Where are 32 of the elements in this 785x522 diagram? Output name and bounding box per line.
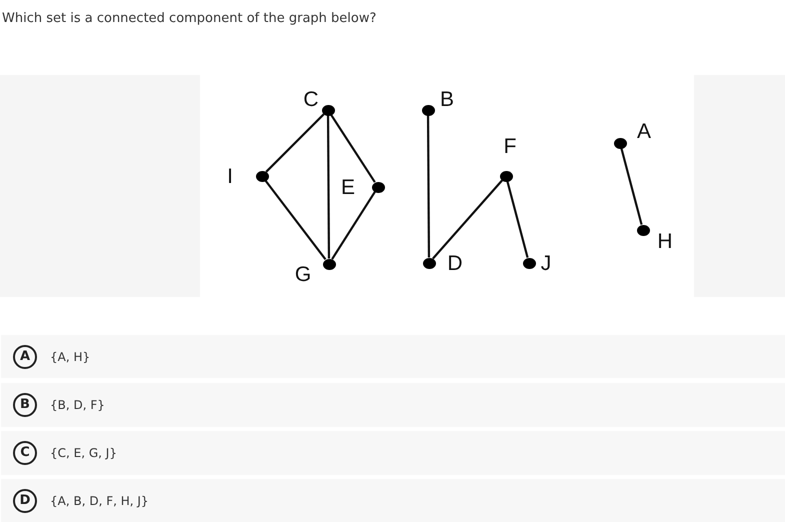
- vertex-label: H: [657, 231, 673, 253]
- graph-edge: [330, 114, 376, 183]
- option-letter-circle: C: [13, 441, 37, 465]
- vertex-label: F: [504, 136, 516, 158]
- graph-edge: [620, 148, 643, 225]
- option-letter-circle: B: [13, 393, 37, 417]
- graph-edge: [264, 180, 326, 260]
- graph-edge: [265, 113, 325, 173]
- graph-edge: [331, 191, 376, 260]
- option-text: {A, B, D, F, H, J}: [50, 492, 149, 508]
- graph-edge: [326, 116, 330, 258]
- question-text: Which set is a connected component of the graph below?: [2, 10, 376, 28]
- vertex-label: J: [540, 253, 552, 275]
- option-text: {C, E, G, J}: [50, 445, 117, 461]
- option-row: [1, 383, 785, 427]
- vertex-label: G: [294, 264, 312, 286]
- graph-edge: [506, 181, 529, 258]
- vertex-label: I: [227, 166, 233, 188]
- option-letter-circle: A: [13, 345, 37, 369]
- option-text: {A, H}: [50, 348, 90, 364]
- graph-edge: [432, 180, 503, 260]
- option-text: {B, D, F}: [50, 397, 105, 413]
- option-letter-circle: D: [13, 489, 37, 513]
- vertex-label: C: [303, 89, 319, 111]
- option-row: [1, 431, 785, 475]
- vertex-label: E: [341, 177, 355, 199]
- vertex-label: A: [637, 121, 651, 143]
- vertex-label: D: [447, 253, 463, 275]
- option-row: [1, 479, 785, 522]
- graph-edge: [426, 116, 430, 258]
- vertex-label: B: [440, 89, 454, 111]
- option-row: [1, 335, 785, 378]
